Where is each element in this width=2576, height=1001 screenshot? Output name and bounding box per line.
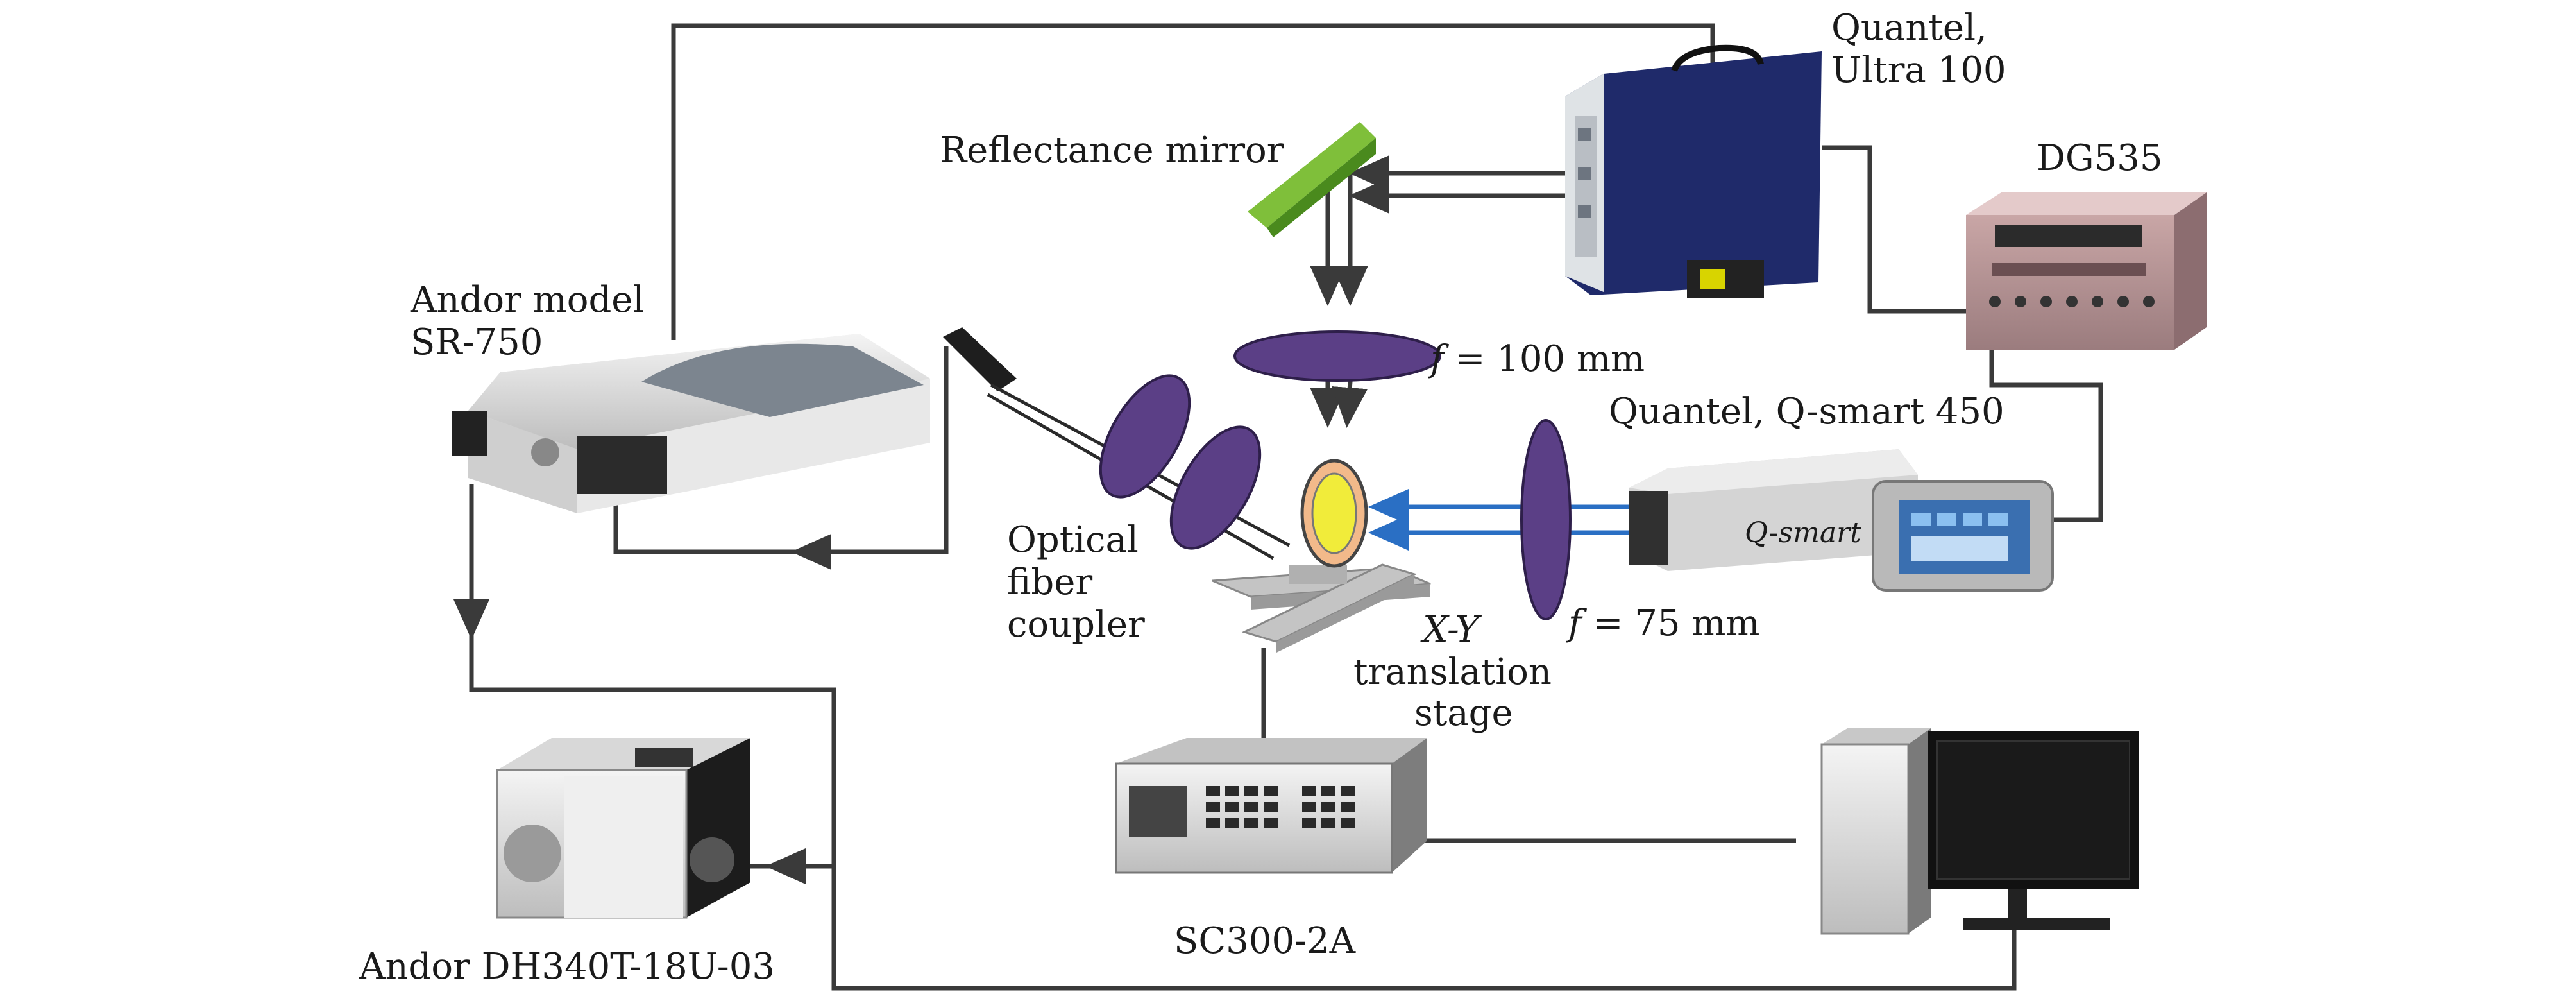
sample (1300, 459, 1368, 568)
label-sc300: SC300-2A (1174, 920, 1356, 962)
lens-f100 (1233, 330, 1441, 382)
andor-sr750-spectrometer (452, 334, 930, 513)
label-xy-line2: translation (1353, 651, 1552, 693)
wire-sr750-to-ultra (671, 23, 1715, 340)
qsmart-controller (1872, 480, 2054, 592)
wire-fiber-to-sr750 (613, 346, 949, 554)
lens-f75 (1520, 419, 1572, 620)
qsmart-logo: Q-smart (1745, 517, 1861, 549)
label-dg535: DG535 (2037, 137, 2163, 179)
label-optical-line3: coupler (1007, 604, 1145, 646)
label-qsmart: Quantel, Q-smart 450 (1609, 391, 2004, 432)
label-xy-line3: stage (1414, 692, 1513, 734)
wire-dg535-to-qsmart (1989, 321, 2103, 522)
label-quantel-ultra-line2: Ultra 100 (1831, 49, 2006, 91)
coupler-lens-2 (1169, 425, 1262, 550)
wire-ultra-to-dg535 (1822, 145, 1979, 314)
label-optical-line1: Optical (1007, 519, 1139, 561)
andor-dh340t-camera (496, 738, 750, 919)
label-andor-model-line1: Andor model (410, 279, 644, 321)
label-optical-line2: fiber (1007, 561, 1092, 603)
computer (1820, 728, 2139, 935)
label-xy-var: X-Y (1420, 609, 1482, 651)
quantel-qsmart-450-laser (1629, 449, 1918, 571)
label-f75: f = 75 mm (1566, 603, 1760, 644)
quantel-ultra-100-device (1565, 44, 1822, 298)
coupler-lens-1 (1099, 374, 1191, 499)
dg535-delay-generator (1966, 193, 2207, 350)
reflectance-mirror (1248, 122, 1376, 237)
label-reflectance-mirror: Reflectance mirror (940, 130, 1284, 171)
wire-camera-to-computer (831, 866, 2017, 991)
label-quantel-ultra-line1: Quantel, (1831, 7, 1987, 49)
label-andor-model-line2: SR-750 (411, 321, 543, 363)
label-andor-dh: Andor DH340T-18U-03 (359, 946, 775, 988)
fiber-connector (943, 327, 1017, 391)
sc300-2a-controller (1115, 738, 1427, 874)
xy-translation-stage (1212, 563, 1431, 653)
label-f100: f = 100 mm (1428, 338, 1645, 380)
